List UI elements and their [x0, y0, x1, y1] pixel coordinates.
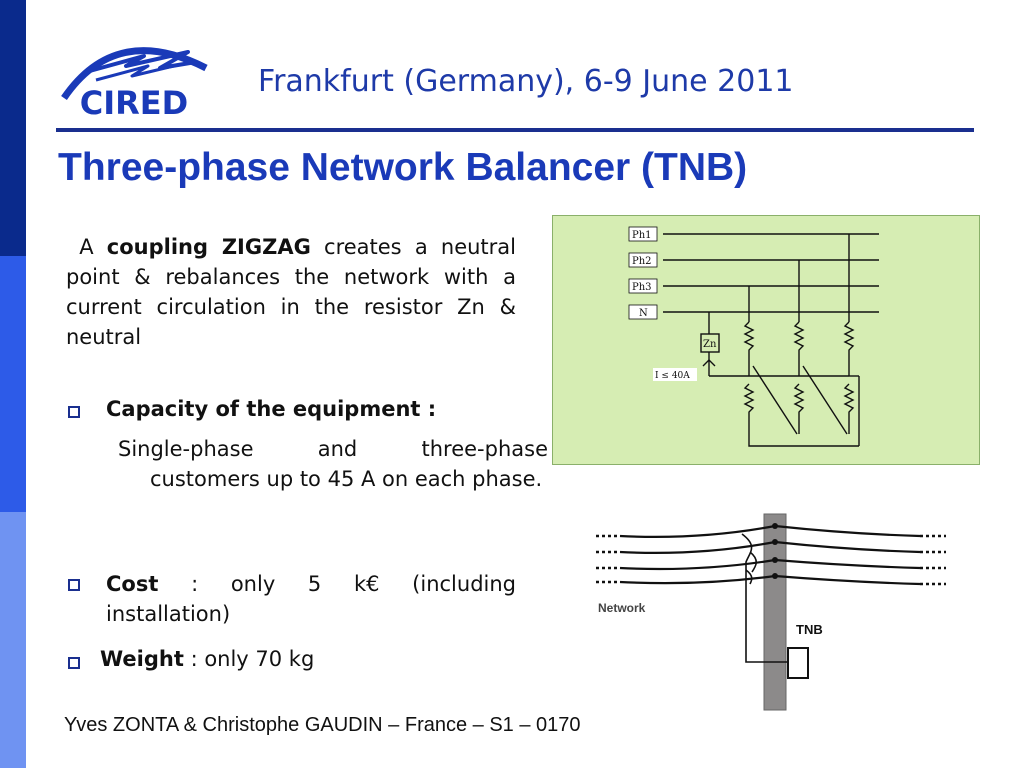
intro-strong: coupling ZIGZAG — [106, 235, 311, 259]
cired-logo: CIRED — [61, 47, 208, 120]
weight-text: : only 70 kg — [183, 647, 315, 671]
side-bar-top — [0, 0, 26, 256]
capacity-body: Single-phase and three-phase customers u… — [118, 437, 548, 491]
conference-title: Frankfurt (Germany), 6-9 June 2011 — [258, 64, 794, 99]
footer-authors: Yves ZONTA & Christophe GAUDIN – France … — [64, 714, 581, 736]
network-label: Network — [598, 601, 646, 615]
tnb-label: TNB — [796, 622, 823, 637]
slide-title: Three-phase Network Balancer (TNB) — [58, 146, 748, 189]
cost-item: Cost : only 5 k€ (including installation… — [106, 569, 516, 629]
label-ph2: Ph2 — [632, 256, 652, 267]
label-neutral: N — [639, 308, 648, 319]
bullet-square-icon — [68, 406, 80, 418]
cost-text: : only 5 k€ (including installation) — [106, 572, 516, 626]
label-current: I ≤ 40A — [655, 371, 690, 381]
pole-installation-diagram: Network TNB — [590, 512, 970, 712]
side-bar-middle — [0, 256, 26, 512]
label-ph3: Ph3 — [632, 282, 652, 293]
logo-text: CIRED — [80, 84, 188, 120]
label-resistor: Zn — [703, 339, 717, 350]
capacity-heading: Capacity of the equipment : — [106, 397, 437, 421]
intro-post: creates a neutral point & rebalances the… — [66, 235, 516, 349]
intro-paragraph: A coupling ZIGZAG creates a neutral poin… — [66, 232, 516, 352]
bullet-square-icon — [68, 657, 80, 669]
label-ph1: Ph1 — [632, 230, 652, 241]
cost-label: Cost — [106, 572, 159, 596]
bullet-square-icon — [68, 579, 80, 591]
side-bar-bottom — [0, 512, 26, 768]
zigzag-schematic: Ph1 Ph2 Ph3 N Zn I ≤ 40A — [552, 215, 980, 465]
weight-label: Weight — [100, 647, 184, 671]
weight-item: Weight : only 70 kg — [100, 647, 314, 671]
intro-pre: A — [79, 235, 107, 259]
header-rule — [56, 128, 974, 132]
